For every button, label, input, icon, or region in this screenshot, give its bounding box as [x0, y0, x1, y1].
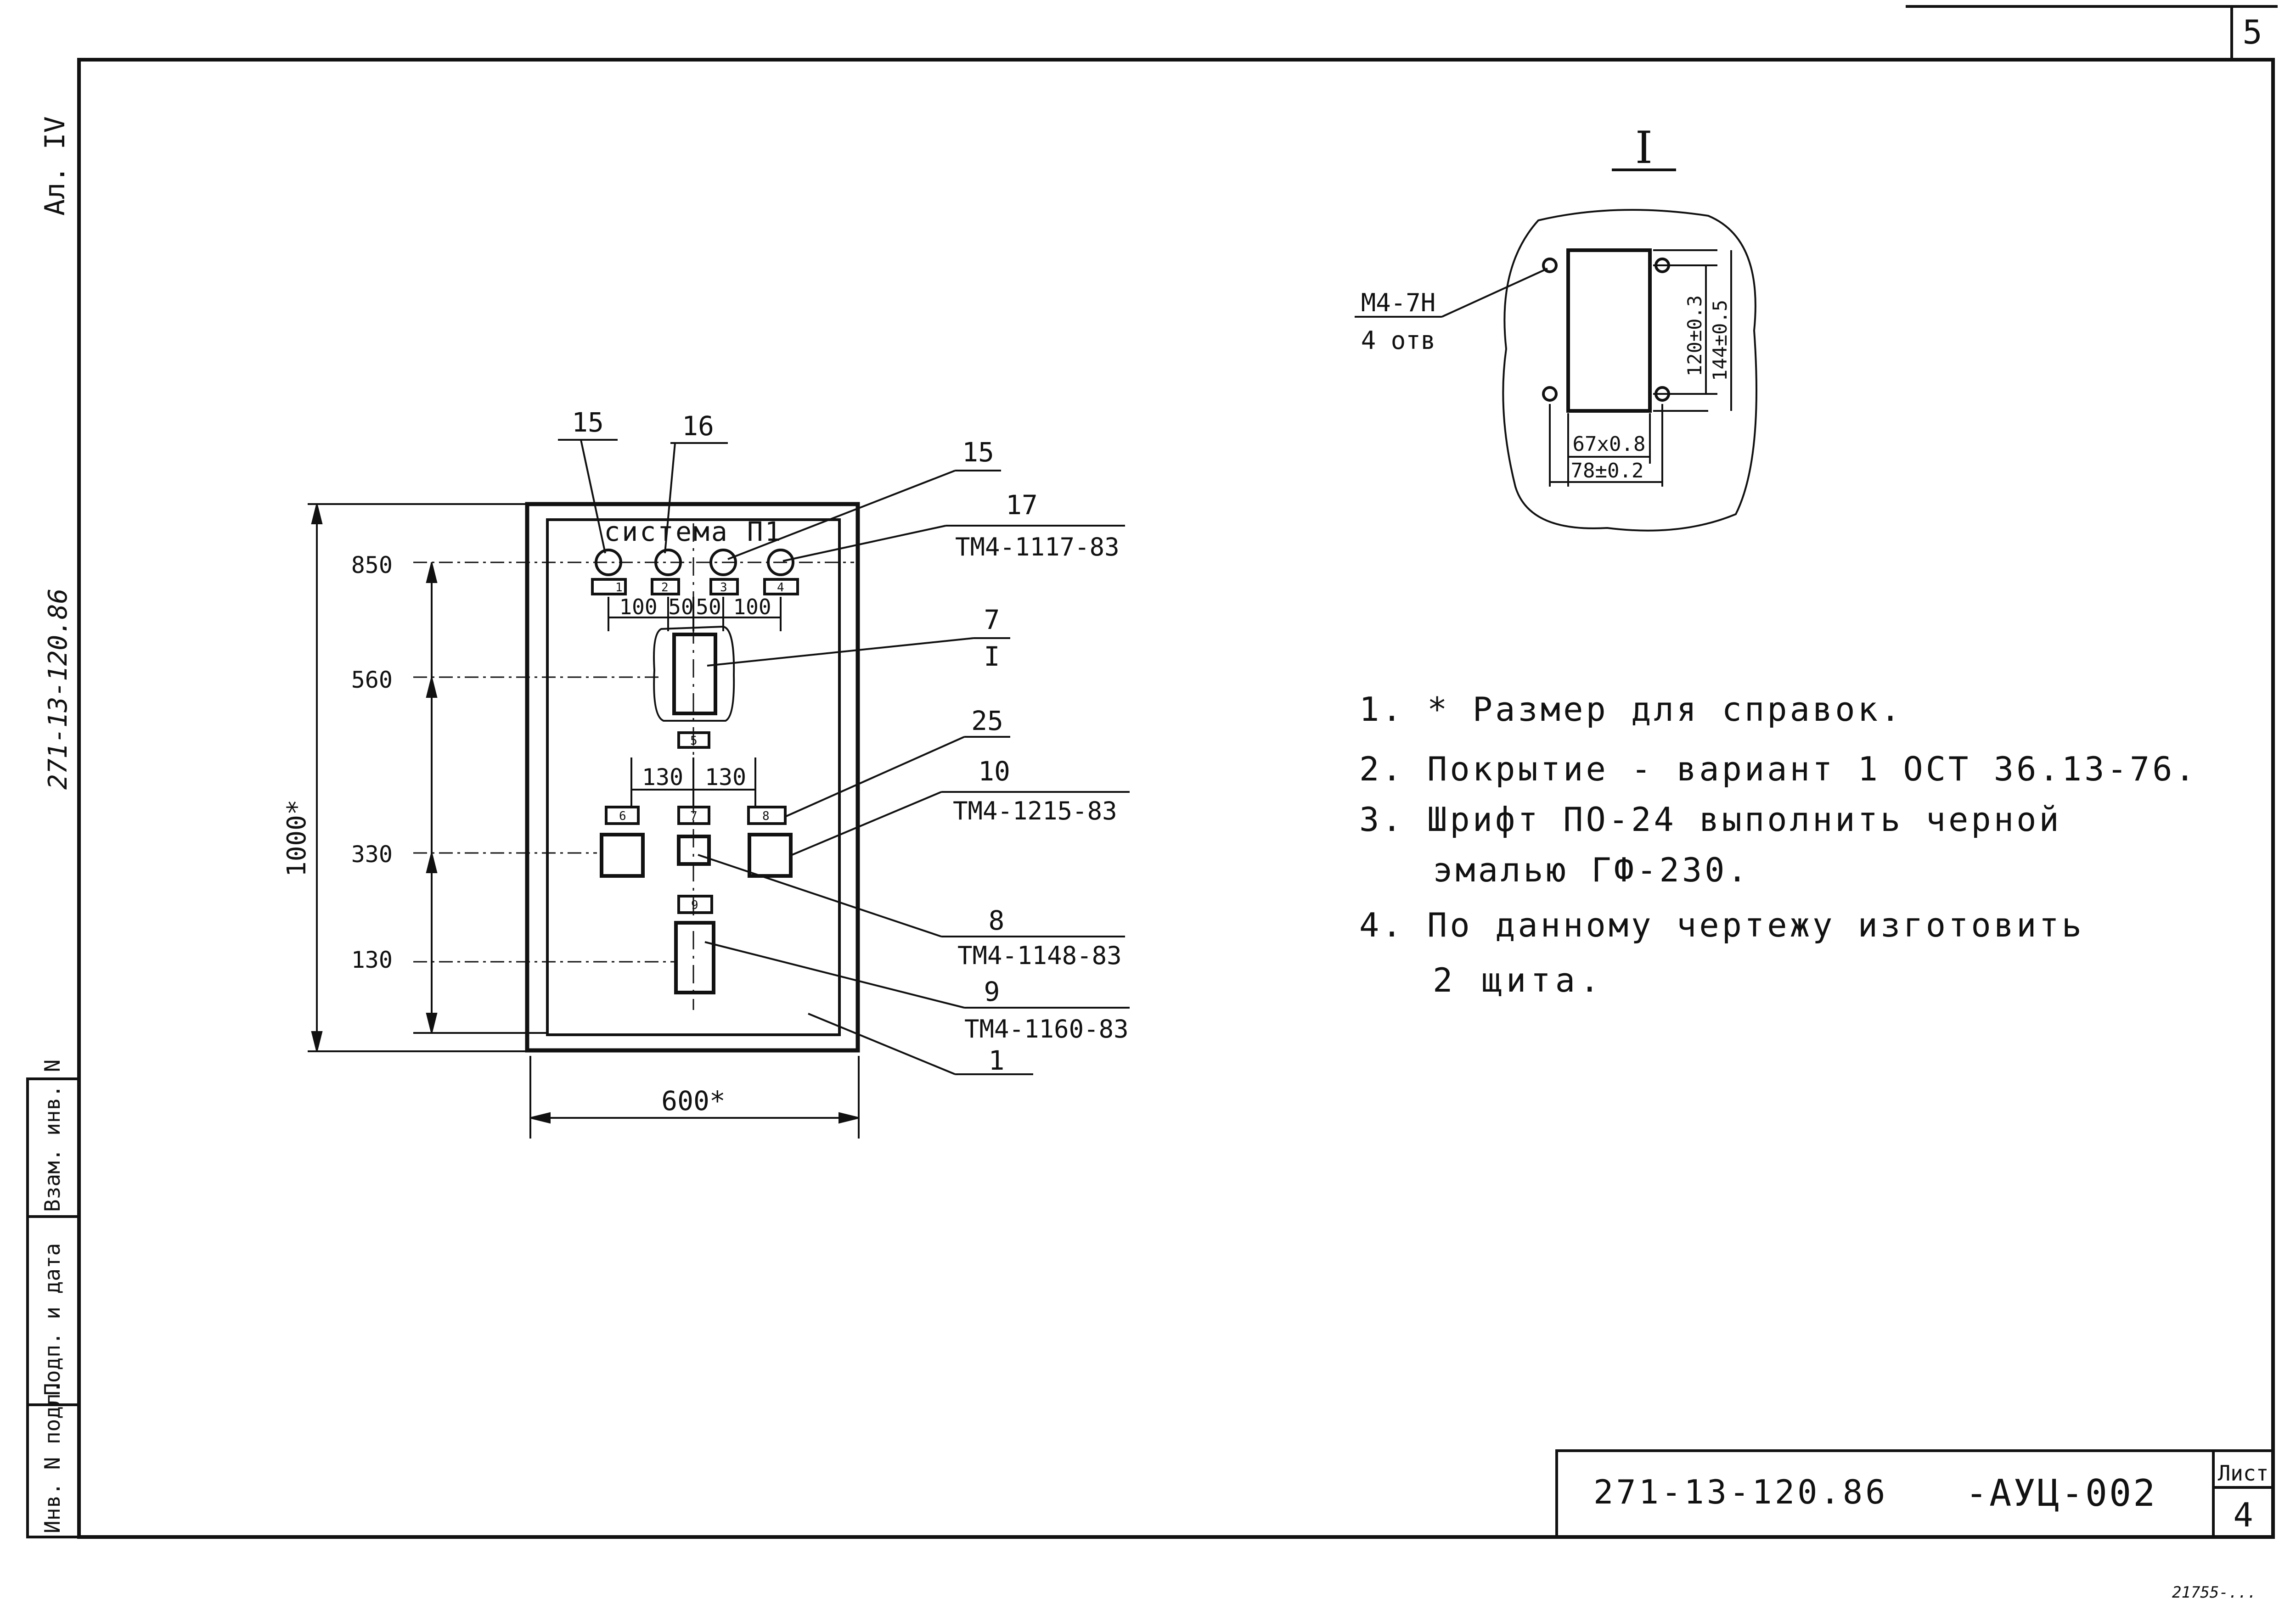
callout-10-code: ТМ4-1215-83: [953, 797, 1117, 825]
title-sheet-label: Лист: [2218, 1461, 2269, 1486]
dim-width: 600*: [661, 1085, 726, 1116]
callout-9-code: ТМ4-1160-83: [964, 1015, 1129, 1043]
stamp-col-1: Взам. инв. N: [40, 1060, 65, 1212]
callout-leaders: [558, 439, 1130, 1075]
width-dim: [529, 1056, 860, 1139]
footnote-stamp: 21755-...: [2172, 1583, 2257, 1602]
dim-mid-2: 130: [705, 764, 746, 791]
stamp-strip: [26, 1077, 80, 1538]
label-6: 6: [619, 809, 626, 823]
side-label-top: Ал. IV: [39, 116, 71, 216]
callout-1: 1: [989, 1045, 1005, 1076]
lamp-spacing-dims: [608, 597, 782, 631]
detail-dim-outer-h: 144±0.5: [1709, 300, 1731, 381]
detail-title: I: [1635, 122, 1653, 174]
dim-lamp-2: 50: [668, 595, 693, 619]
detail-dim-inner-w: 67х0.8: [1573, 432, 1646, 456]
dim-lamp-4: 100: [733, 595, 771, 619]
detail-holes-label: 4 отв: [1361, 326, 1436, 355]
lamp-label-3: 3: [720, 581, 727, 595]
lamp-label-1: 1: [615, 581, 623, 595]
dim-level-850: 850: [351, 552, 393, 578]
dim-level-130: 130: [351, 947, 393, 973]
note-3: 3. Шрифт ПО-24 выполнить черной: [1359, 800, 2062, 839]
square-devices: [413, 833, 793, 878]
central-instrument: [413, 625, 735, 749]
note-4-cont: 2 щита.: [1433, 961, 1604, 999]
title-sheet-number: 4: [2233, 1496, 2253, 1534]
detail-dim-inner-h: 120±0.3: [1683, 295, 1706, 376]
callout-16: 16: [682, 410, 714, 442]
side-label-doc: 271-13-120.86: [43, 589, 73, 790]
callout-10: 10: [978, 756, 1010, 787]
lamp-label-2: 2: [661, 581, 669, 595]
panel-outline: [525, 502, 860, 1053]
callout-15a: 15: [572, 407, 604, 438]
detail-thread-label: М4-7Н: [1361, 288, 1436, 317]
label-5: 5: [690, 734, 698, 748]
callout-17: 17: [1006, 489, 1038, 521]
dim-mid-1: 130: [642, 764, 683, 791]
bottom-instrument: [413, 895, 715, 994]
stamp-col-3: Инв. N подл.: [40, 1381, 65, 1533]
dim-lamp-3: 50: [696, 595, 721, 619]
note-3-cont: эмалью ГФ-230.: [1433, 851, 1750, 889]
dim-level-330: 330: [351, 841, 393, 868]
callout-17-code: ТМ4-1117-83: [955, 533, 1120, 561]
stamp-col-2: Подп. и дата: [40, 1243, 65, 1396]
detail-dim-outer-w: 78±0.2: [1571, 459, 1644, 482]
notes: 1. * Размер для справок. 2. Покрытие - в…: [1359, 690, 2198, 999]
corner-number: 5: [2242, 13, 2262, 51]
callout-7: 7: [984, 604, 1000, 635]
dim-height: 1000*: [282, 799, 312, 877]
note-4: 4. По данному чертежу изготовить: [1359, 906, 2084, 944]
label-9: 9: [691, 898, 698, 912]
callout-15b: 15: [962, 437, 994, 468]
dim-level-560: 560: [351, 667, 393, 693]
note-1: 1. * Размер для справок.: [1359, 690, 1903, 729]
callout-8: 8: [989, 905, 1005, 936]
title-doc-suffix: -АУЦ-002: [1965, 1472, 2157, 1515]
mid-spacing-dims: [630, 757, 756, 808]
panel-header-text: система П1: [604, 516, 782, 547]
title-doc-code: 271-13-120.86: [1593, 1473, 1888, 1511]
lamp-label-4: 4: [777, 581, 784, 595]
sheet-frame: [77, 5, 2278, 1539]
note-2: 2. Покрытие - вариант 1 ОСТ 36.13-76.: [1359, 750, 2198, 788]
detail-view: [1355, 209, 1757, 532]
callout-8-code: ТМ4-1148-83: [957, 941, 1122, 970]
callout-7-ref: I: [984, 641, 1000, 672]
lamp-row: [413, 549, 854, 595]
vertical-dims: [308, 503, 546, 1052]
callout-25: 25: [971, 705, 1003, 736]
title-block: [1555, 1449, 2274, 1538]
label-7: 7: [690, 809, 698, 823]
label-8: 8: [762, 809, 770, 823]
callout-9: 9: [984, 976, 1000, 1007]
dim-lamp-1: 100: [619, 595, 657, 619]
mid-label-boxes: [605, 806, 787, 825]
